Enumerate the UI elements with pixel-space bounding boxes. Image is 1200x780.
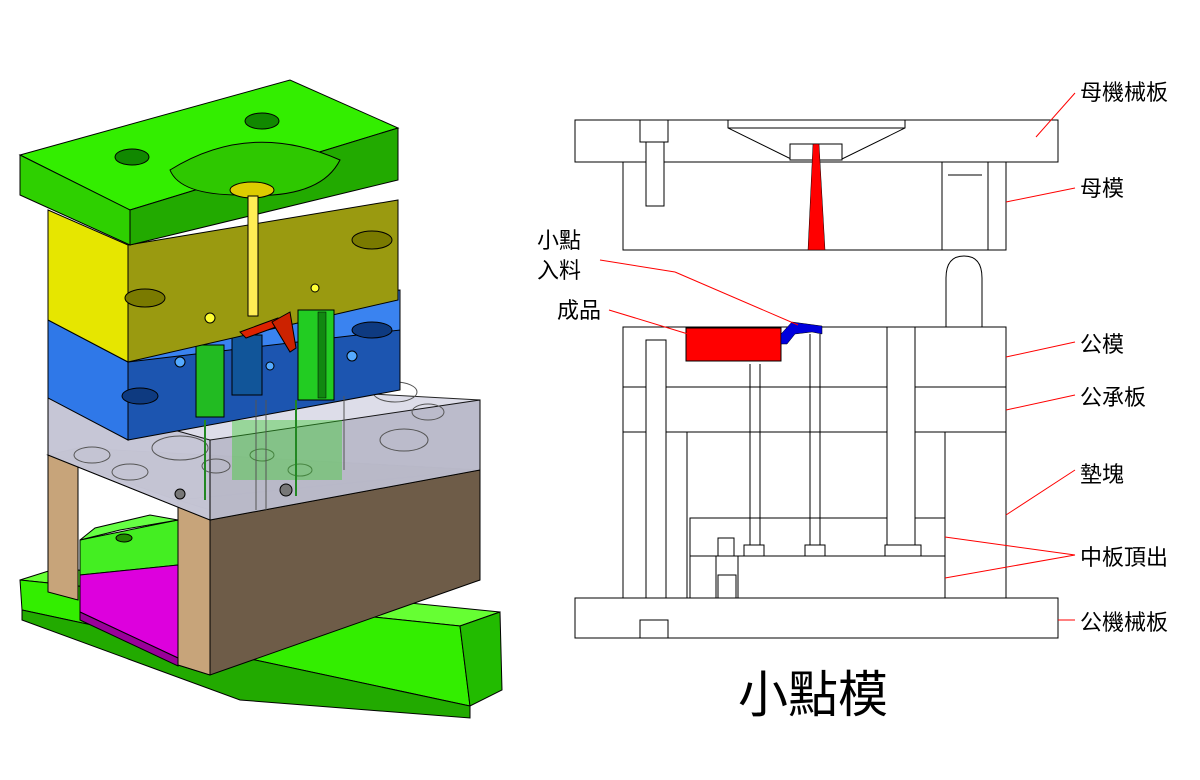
label-ejector-plates: 中板頂出 (1080, 546, 1168, 571)
label-molded-part: 成品 (557, 299, 601, 324)
label-bottom-clamp-plate: 公機械板 (1080, 611, 1168, 636)
3d-top-clamp-plate (18, 79, 400, 246)
leader-lines (599, 92, 1076, 621)
label-pin-point-gate-line2: 入料 (537, 259, 581, 284)
diagram-title: 小點模 (738, 666, 888, 724)
3d-ejector-pins (204, 396, 345, 510)
label-top-clamp-plate: 母機械板 (1080, 81, 1168, 106)
label-support-plate: 公承板 (1080, 386, 1146, 411)
2d-sprue-red (807, 143, 826, 251)
label-cavity-plate: 母模 (1080, 177, 1124, 202)
labels: 母機械板 母模 小點 入料 成品 公模 公承板 墊塊 中板頂出 公機械板 小點模 (537, 81, 1168, 724)
2d-support-plate (622, 386, 1007, 433)
3d-ejector-plates (79, 514, 179, 667)
mold-2d-section-view (574, 119, 1059, 639)
2d-core-plate (622, 326, 1007, 388)
label-spacer-block: 墊塊 (1080, 463, 1124, 488)
mold-3d-isometric-view (18, 79, 503, 719)
label-core-plate: 公模 (1080, 333, 1124, 358)
3d-sprue-and-runner (239, 195, 335, 401)
2d-molded-part (685, 327, 782, 362)
3d-cavity-plate (47, 199, 399, 363)
2d-pin-point-gate (780, 321, 823, 345)
label-pin-point-gate-line1: 小點 (537, 229, 581, 254)
